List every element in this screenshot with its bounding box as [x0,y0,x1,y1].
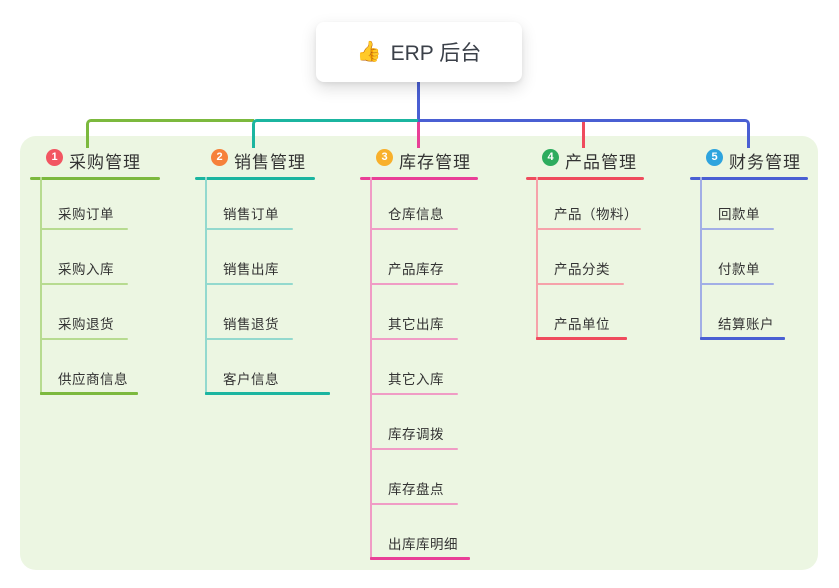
tree-item[interactable]: 销售出库 [205,257,293,285]
branch-underline [360,177,478,180]
subtree-line [700,177,702,340]
tree-item[interactable]: 采购订单 [40,202,128,230]
tree-item-label: 客户信息 [223,372,279,387]
tree-item[interactable]: 采购退货 [40,312,128,340]
tree-item-label: 结算账户 [718,317,774,332]
tree-item-underline [700,337,785,340]
tree-item-label: 出库库明细 [388,537,458,552]
root-connector-line [417,82,420,122]
tree-item-label: 产品单位 [554,317,610,332]
tree-item-label: 产品（物料） [554,207,638,222]
tree-item-underline [700,283,774,285]
branch-label: 销售管理 [234,153,306,172]
tree-item[interactable]: 销售订单 [205,202,293,230]
tree-item-underline [700,228,774,230]
branch-node-5[interactable]: 5 财务管理 [690,145,808,180]
tree-item-underline [370,557,470,560]
tree-item-label: 仓库信息 [388,207,444,222]
connector-branch-4 [582,122,585,148]
tree-item-underline [205,392,330,395]
root-node[interactable]: 👍 ERP 后台 [316,22,522,82]
connector-branch-2 [252,119,418,148]
tree-item-underline [370,228,458,230]
tree-item-underline [205,338,293,340]
tree-item-underline [536,337,627,340]
tree-item[interactable]: 产品分类 [536,257,624,285]
tree-item-label: 销售出库 [223,262,279,277]
tree-item-label: 采购订单 [58,207,114,222]
tree-item-label: 采购退货 [58,317,114,332]
branch-label: 产品管理 [565,153,637,172]
tree-item-underline [205,283,293,285]
branch-underline [526,177,644,180]
tree-item-underline [536,228,641,230]
tree-item-label: 库存盘点 [388,482,444,497]
tree-item[interactable]: 其它出库 [370,312,458,340]
tree-item-underline [40,392,138,395]
tree-item-underline [370,338,458,340]
tree-item-label: 供应商信息 [58,372,128,387]
branch-number-badge: 5 [706,149,723,166]
tree-item-label: 采购入库 [58,262,114,277]
subtree-line [205,177,207,395]
branch-node-1[interactable]: 1 采购管理 [30,145,160,180]
connector-branch-3 [417,122,420,148]
tree-item-underline [536,283,624,285]
tree-item[interactable]: 产品单位 [536,312,627,340]
branch-node-4[interactable]: 4 产品管理 [526,145,644,180]
branch-number-badge: 4 [542,149,559,166]
branch-underline [690,177,808,180]
tree-item[interactable]: 结算账户 [700,312,785,340]
tree-item[interactable]: 仓库信息 [370,202,458,230]
tree-item-underline [40,338,128,340]
tree-item[interactable]: 付款单 [700,257,774,285]
tree-item[interactable]: 回款单 [700,202,774,230]
tree-item-underline [370,503,458,505]
branch-underline [30,177,160,180]
tree-item-label: 其它出库 [388,317,444,332]
branch-label: 财务管理 [729,153,801,172]
tree-item[interactable]: 产品（物料） [536,202,641,230]
branch-label: 库存管理 [399,153,471,172]
branch-number-badge: 3 [376,149,393,166]
tree-item[interactable]: 产品库存 [370,257,458,285]
tree-item-label: 其它入库 [388,372,444,387]
branch-underline [195,177,315,180]
connector-branch-5 [419,119,750,148]
subtree-line [370,177,372,560]
branch-number-badge: 2 [211,149,228,166]
tree-item[interactable]: 库存调拨 [370,422,458,450]
connector-branch-1 [86,119,254,148]
branch-label: 采购管理 [69,153,141,172]
tree-item-underline [370,448,458,450]
tree-item-underline [205,228,293,230]
branch-node-2[interactable]: 2 销售管理 [195,145,315,180]
tree-item-underline [370,283,458,285]
tree-item-label: 回款单 [718,207,760,222]
tree-item-underline [40,228,128,230]
tree-item-label: 付款单 [718,262,760,277]
tree-item[interactable]: 库存盘点 [370,477,458,505]
subtree-line [40,177,42,395]
tree-item[interactable]: 客户信息 [205,367,330,395]
subtree-line [536,177,538,340]
tree-item[interactable]: 供应商信息 [40,367,138,395]
tree-item[interactable]: 销售退货 [205,312,293,340]
tree-item[interactable]: 采购入库 [40,257,128,285]
branch-number-badge: 1 [46,149,63,166]
tree-item-underline [40,283,128,285]
branch-node-3[interactable]: 3 库存管理 [360,145,478,180]
branches-panel [20,136,818,570]
tree-item-label: 库存调拨 [388,427,444,442]
tree-item-label: 销售退货 [223,317,279,332]
thumbs-up-icon: 👍 [356,41,382,63]
tree-item[interactable]: 出库库明细 [370,532,470,560]
tree-item-label: 销售订单 [223,207,279,222]
tree-item[interactable]: 其它入库 [370,367,458,395]
tree-item-label: 产品分类 [554,262,610,277]
tree-item-label: 产品库存 [388,262,444,277]
root-label: ERP 后台 [390,42,482,65]
tree-item-underline [370,393,458,395]
